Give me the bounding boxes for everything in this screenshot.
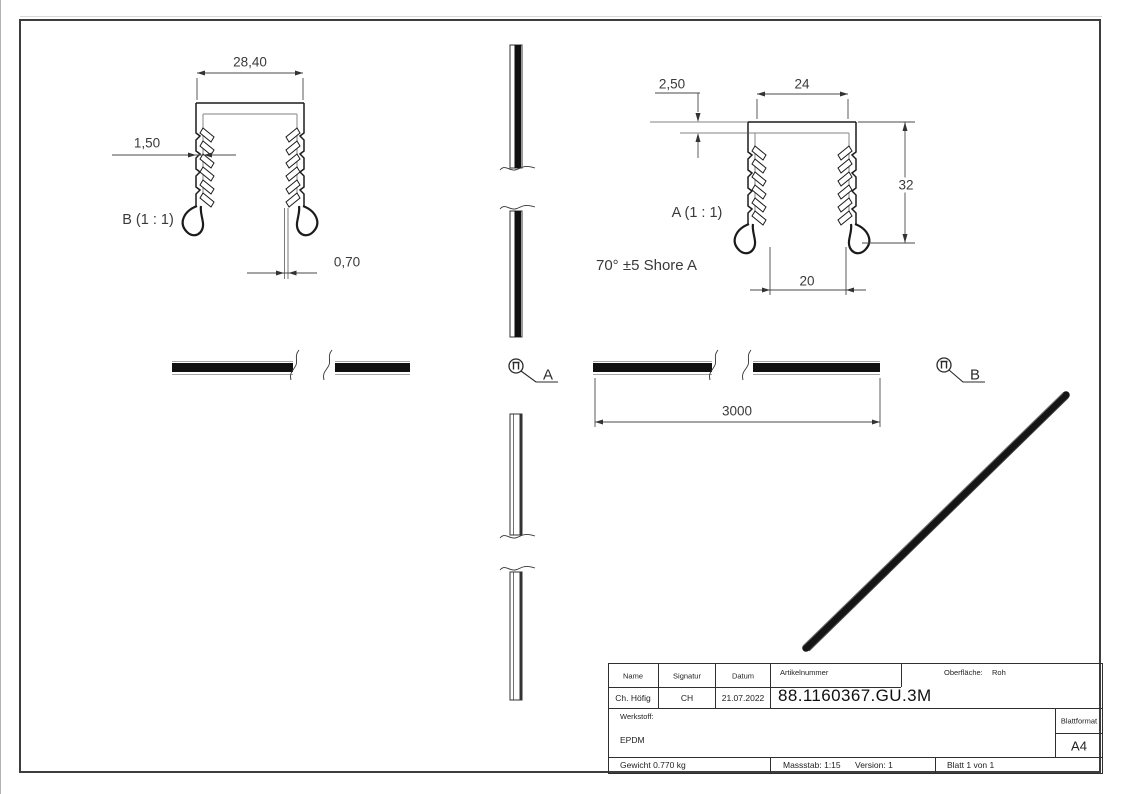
detail-a-grip-fins [751, 145, 853, 226]
detail-b-dimensions [112, 72, 317, 279]
tb-header-name: Name [622, 671, 644, 681]
tb-value-datum: 21.07.2022 [721, 693, 765, 703]
drawing-frame [19, 19, 1101, 773]
detail-b-arrowheads [188, 70, 303, 276]
side-view-upper-strips [499, 44, 536, 338]
frame-shadow [20, 16, 1102, 17]
tb-gewicht: Gewicht 0.770 kg [620, 760, 686, 770]
tb-header-datum: Datum [731, 671, 755, 681]
detail-b-profile [181, 102, 319, 237]
dim-32: 32 [895, 177, 917, 193]
detail-b-inner-lines [202, 113, 298, 198]
detail-a-profile [733, 121, 871, 255]
detail-b-label: B (1 : 1) [122, 212, 174, 228]
tb-label-blattformat: Blattformat [1060, 716, 1098, 726]
tb-blatt: Blatt 1 von 1 [947, 760, 995, 770]
dim-3000: 3000 [721, 403, 753, 419]
detail-a-arrowheads [695, 91, 908, 293]
dim-24: 24 [794, 76, 810, 92]
isometric-view [802, 391, 1070, 652]
length-dimension [594, 378, 881, 427]
view-marker-b-letter: B [969, 366, 981, 384]
section-view-symbol-icon [940, 360, 948, 369]
tb-label-werkstoff: Werkstoff: [620, 712, 654, 721]
view-marker-a [508, 358, 558, 383]
tb-massstab: Massstab: 1:15 [783, 760, 841, 770]
tb-value-werkstoff: EPDM [620, 735, 645, 745]
front-view-left-bar [172, 349, 410, 381]
detail-b-grip-fins [199, 127, 301, 208]
dim-20: 20 [799, 273, 815, 289]
tb-value-name: Ch. Höfig [615, 693, 651, 703]
side-view-lower-strips [499, 413, 536, 701]
tb-header-artikelnummer: Artikelnummer [780, 668, 829, 677]
tb-value-signatur: CH [680, 693, 694, 703]
dim-2-50: 2,50 [658, 76, 686, 92]
hardness-note: 70° ±5 Shore A [596, 257, 697, 274]
tb-label-oberflaeche: Oberfläche: [944, 668, 983, 677]
section-view-symbol-icon [512, 361, 520, 370]
detail-a-inner-lines [754, 132, 850, 216]
front-view-right-bar [593, 349, 880, 381]
page-left-edge [0, 0, 1, 794]
view-marker-b [936, 357, 985, 383]
tb-version: Version: 1 [855, 760, 893, 770]
dim-28-40: 28,40 [233, 54, 267, 70]
view-marker-a-letter: A [542, 366, 554, 384]
tb-header-signatur: Signatur [673, 671, 701, 681]
tb-value-artikelnummer: 88.1160367.GU.3M [778, 686, 932, 705]
length-dimension-arrows [595, 419, 880, 425]
tb-value-blattformat: A4 [1071, 738, 1087, 754]
dim-1-50: 1,50 [133, 135, 161, 151]
tb-value-oberflaeche: Roh [992, 668, 1006, 677]
detail-a-label: A (1 : 1) [671, 205, 723, 221]
dim-0-70: 0,70 [333, 254, 361, 270]
